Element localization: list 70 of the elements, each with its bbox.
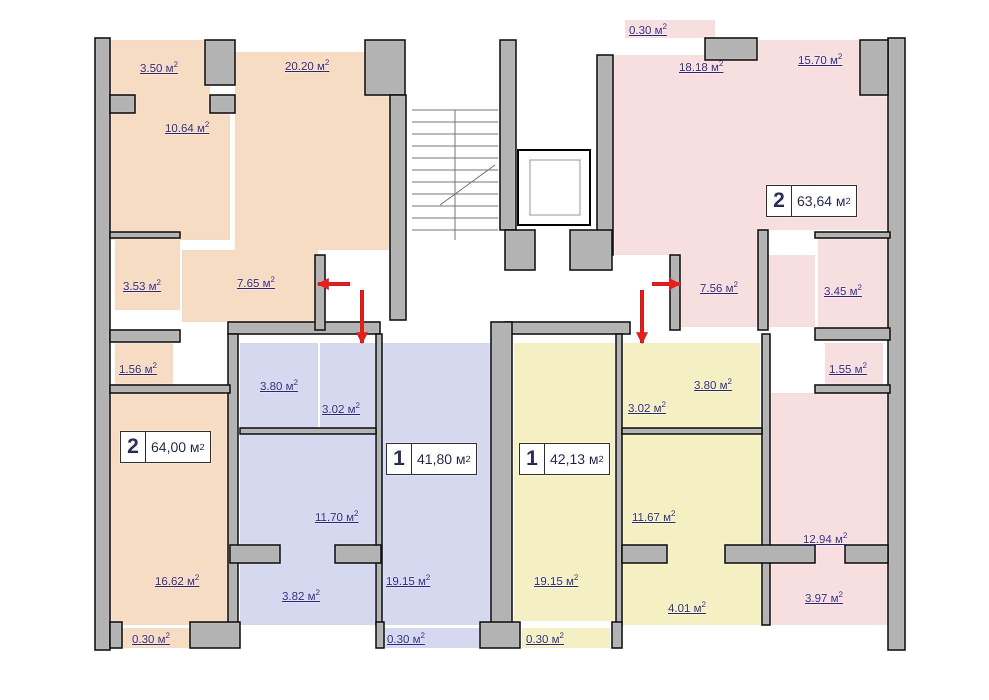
area-label: 1.55 м$^{2}$ — [829, 361, 867, 376]
room-area — [622, 558, 762, 625]
area-label: 1.56 м$^{2}$ — [119, 361, 157, 376]
room-area — [625, 20, 715, 38]
room-area — [514, 343, 615, 621]
area-label: 19.15 м$^{2}$ — [386, 573, 430, 588]
area-label: 19.15 м$^{2}$ — [534, 573, 578, 588]
area-label: 7.56 м$^{2}$ — [700, 280, 738, 295]
room-count: 1 — [387, 444, 412, 474]
room-area — [110, 98, 230, 240]
entrance-arrow — [652, 278, 682, 290]
apartment-badge — [386, 443, 477, 475]
room-area — [383, 628, 481, 648]
room-area — [522, 628, 610, 648]
apartment-area: 63,64 м$^{2}$ — [792, 186, 856, 216]
area-label: 4.01 м$^{2}$ — [668, 600, 706, 615]
room-count: 2 — [121, 432, 146, 462]
entrance-arrow — [356, 290, 368, 344]
apartment-badge — [120, 431, 211, 463]
area-label: 12.94 м$^{2}$ — [803, 531, 848, 546]
room-area — [682, 343, 760, 428]
apartment-badge — [519, 443, 610, 475]
room-area — [680, 255, 815, 327]
area-label: 0.30 м$^{2}$ — [387, 631, 425, 646]
apartment-area: 64,00 м$^{2}$ — [146, 432, 210, 462]
entrance-arrow — [636, 290, 648, 344]
room-count: 2 — [767, 186, 792, 216]
room-area — [115, 343, 173, 387]
room-area — [182, 250, 318, 322]
area-label: 3.02 м$^{2}$ — [628, 400, 666, 415]
area-label: 3.02 м$^{2}$ — [322, 401, 360, 416]
room-area — [235, 52, 390, 250]
room-area — [758, 40, 888, 230]
room-area — [110, 393, 230, 625]
area-label: 11.67 м$^{2}$ — [632, 509, 676, 524]
area-label: 7.65 м$^{2}$ — [237, 275, 275, 290]
room-area — [770, 558, 888, 625]
room-count: 1 — [520, 444, 545, 474]
area-label: 0.30 м$^{2}$ — [526, 631, 564, 646]
entrance-arrow — [316, 278, 350, 290]
room-area — [240, 434, 375, 558]
apartment-area: 41,80 м$^{2}$ — [412, 444, 476, 474]
room-area — [115, 240, 180, 310]
apartment-badge — [766, 185, 857, 217]
room-area — [240, 558, 375, 625]
area-label: 3.97 м$^{2}$ — [805, 590, 843, 605]
room-area — [320, 343, 376, 428]
area-label: 20.20 м$^{2}$ — [285, 58, 330, 73]
area-label: 15.70 м$^{2}$ — [798, 52, 842, 67]
area-label: 3.80 м$^{2}$ — [694, 377, 732, 392]
area-label: 16.62 м$^{2}$ — [155, 573, 200, 588]
room-area — [825, 343, 883, 387]
area-label: 0.30 м$^{2}$ — [132, 631, 170, 646]
area-label: 18.18 м$^{2}$ — [679, 59, 724, 74]
room-area — [770, 393, 888, 558]
area-label: 0.30 м$^{2}$ — [629, 22, 667, 37]
area-label: 11.70 м$^{2}$ — [315, 509, 358, 524]
apartment-area: 42,13 м$^{2}$ — [545, 444, 609, 474]
area-label: 3.45 м$^{2}$ — [824, 283, 862, 298]
area-label: 3.50 м$^{2}$ — [140, 60, 178, 75]
room-area — [622, 343, 682, 428]
room-area — [622, 434, 762, 558]
area-label: 3.53 м$^{2}$ — [123, 278, 161, 293]
area-label: 3.82 м$^{2}$ — [282, 588, 320, 603]
room-area — [381, 343, 491, 625]
area-label: 10.64 м$^{2}$ — [165, 120, 210, 135]
room-area — [240, 343, 318, 428]
area-label: 3.80 м$^{2}$ — [260, 378, 298, 393]
room-area — [818, 238, 888, 328]
room-area — [122, 628, 190, 648]
